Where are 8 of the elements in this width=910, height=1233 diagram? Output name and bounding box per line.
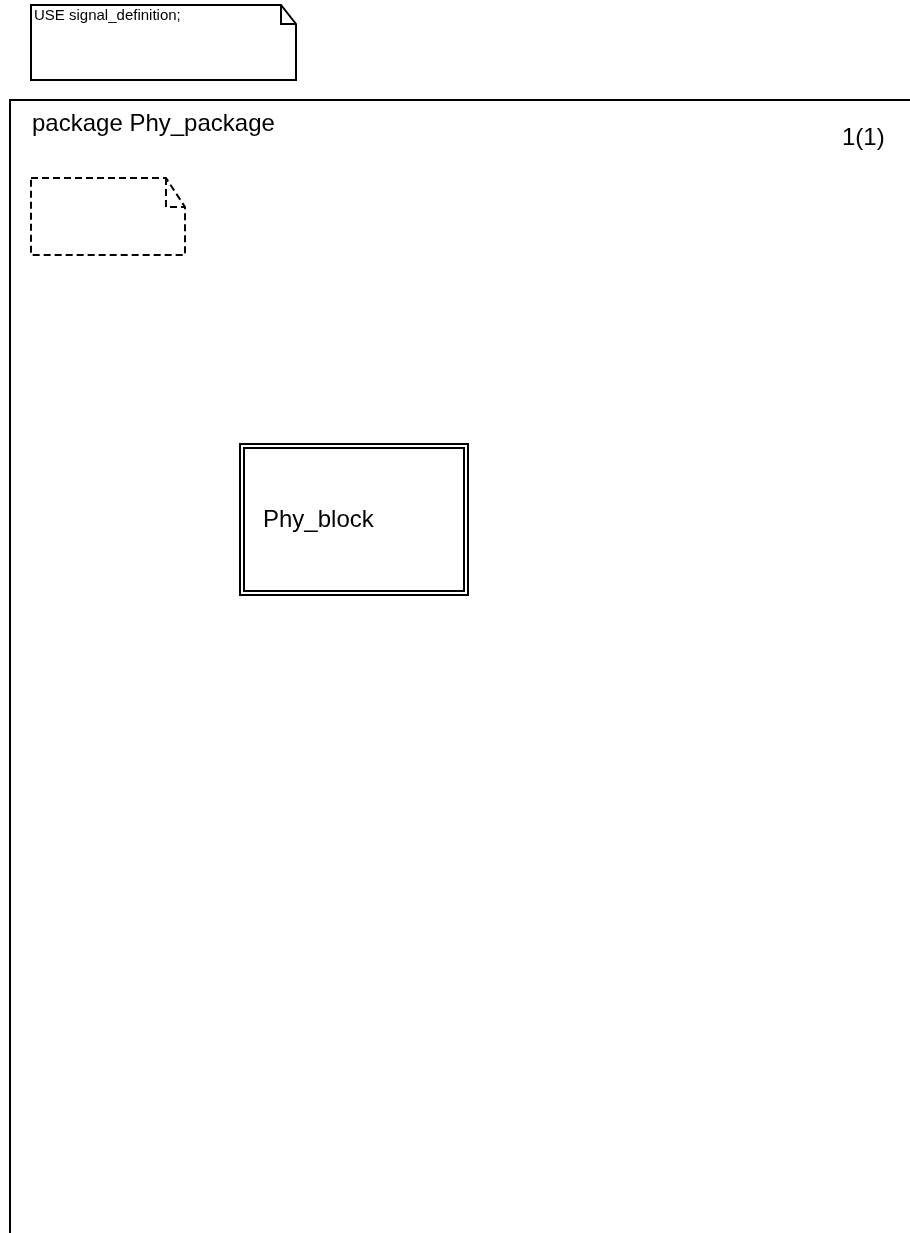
package-frame [9,99,910,1233]
page-number: 1(1) [842,123,885,151]
comment-note [30,4,297,81]
note-text: USE signal_definition; [34,6,181,23]
block-name: Phy_block [263,505,374,533]
block-box [239,443,469,596]
package-heading: package Phy_package [32,109,275,137]
empty-note [30,177,186,256]
